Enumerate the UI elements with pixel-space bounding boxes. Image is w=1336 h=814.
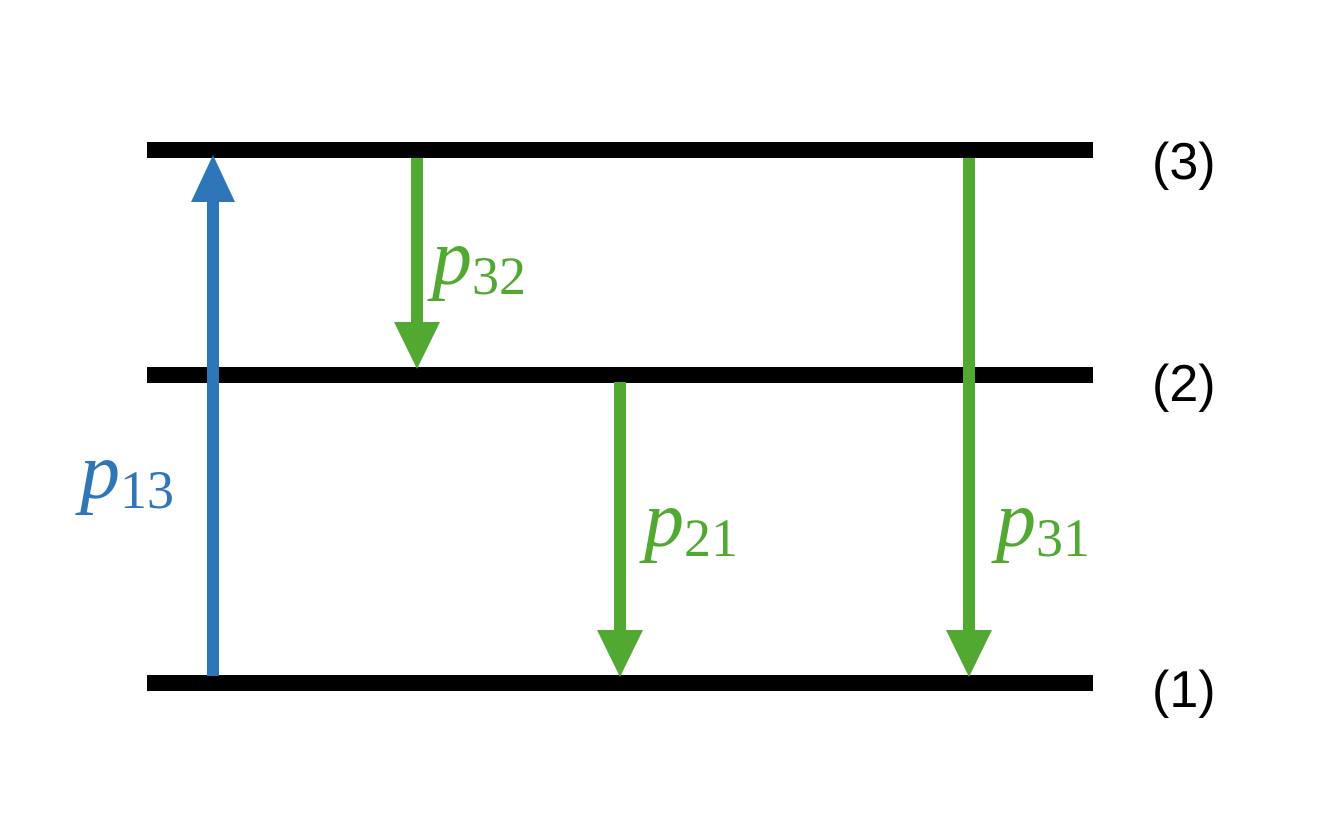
arrow-p32 xyxy=(394,158,440,369)
arrow-p31-head xyxy=(946,630,992,677)
arrow-p31-shaft xyxy=(963,158,975,634)
rate-label-p13: p13 xyxy=(80,432,174,517)
rate-subscript: 31 xyxy=(1036,508,1090,568)
rate-label-p31: p31 xyxy=(996,480,1090,565)
arrow-p21-head xyxy=(597,630,643,677)
arrow-p13-head xyxy=(191,155,235,202)
arrow-p13-shaft xyxy=(207,198,219,676)
level-2-label: (2) xyxy=(1152,355,1216,413)
level-3-line xyxy=(147,142,1093,158)
level-1-line xyxy=(147,675,1093,691)
level-2-line xyxy=(147,367,1093,383)
rate-symbol: p xyxy=(644,476,684,564)
rate-symbol: p xyxy=(432,214,472,302)
rate-subscript: 13 xyxy=(120,460,174,520)
rate-subscript: 21 xyxy=(684,508,738,568)
rate-symbol: p xyxy=(996,476,1036,564)
level-3-label: (3) xyxy=(1152,133,1216,191)
arrow-p21 xyxy=(597,382,643,677)
arrow-p13 xyxy=(191,155,235,676)
rate-symbol: p xyxy=(80,428,120,516)
rate-label-p21: p21 xyxy=(644,480,738,565)
arrow-p32-head xyxy=(394,322,440,369)
rate-subscript: 32 xyxy=(472,246,526,306)
level-1-label: (1) xyxy=(1152,661,1216,719)
arrow-p31 xyxy=(946,158,992,677)
rate-label-p32: p32 xyxy=(432,218,526,303)
arrow-p21-shaft xyxy=(614,382,626,634)
arrow-p32-shaft xyxy=(411,158,423,326)
